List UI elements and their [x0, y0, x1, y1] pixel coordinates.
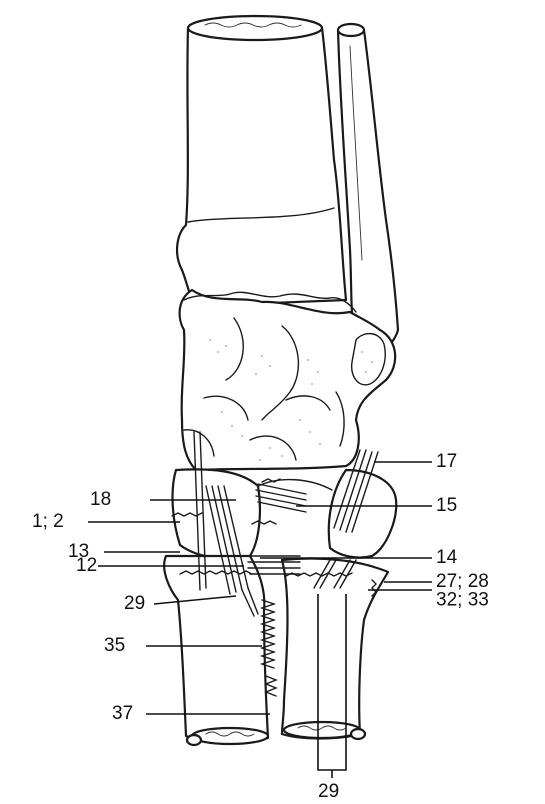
metacarpal-bones: [164, 556, 388, 745]
label-37: 37: [112, 703, 133, 724]
label-18: 18: [90, 489, 111, 510]
label-17: 17: [436, 451, 457, 472]
label-32-33: 32; 33: [436, 590, 489, 611]
label-15: 15: [436, 495, 457, 516]
radius-bone: [177, 16, 346, 306]
ligament-15: [256, 484, 306, 512]
label-14: 14: [436, 547, 458, 568]
label-29-left: 29: [124, 593, 145, 614]
label-35: 35: [104, 635, 125, 656]
label-29-bottom: 29: [318, 781, 339, 802]
label-1-2: 1; 2: [32, 511, 64, 532]
label-12: 12: [76, 555, 97, 576]
